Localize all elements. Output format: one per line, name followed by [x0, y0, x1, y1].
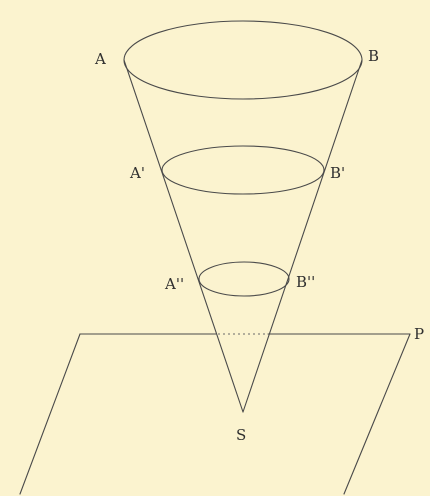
section-a2b2 — [198, 261, 290, 297]
section-a1b1 — [161, 145, 325, 195]
label-s: S — [236, 426, 246, 444]
plane-right-edge — [343, 333, 411, 495]
label-p: P — [414, 325, 424, 343]
label-a-double-prime: A'' — [164, 275, 184, 293]
cone-left-generator — [123, 59, 244, 413]
label-b: B — [368, 47, 379, 65]
label-b-prime: B' — [330, 164, 345, 182]
label-b-double-prime: B'' — [296, 273, 315, 291]
cone — [123, 20, 363, 413]
cone-right-generator — [242, 59, 363, 413]
label-a: A — [94, 50, 106, 68]
section-ab — [123, 20, 363, 100]
plane — [19, 333, 411, 495]
label-a-prime: A' — [129, 164, 145, 182]
plane-left-edge — [19, 333, 81, 495]
